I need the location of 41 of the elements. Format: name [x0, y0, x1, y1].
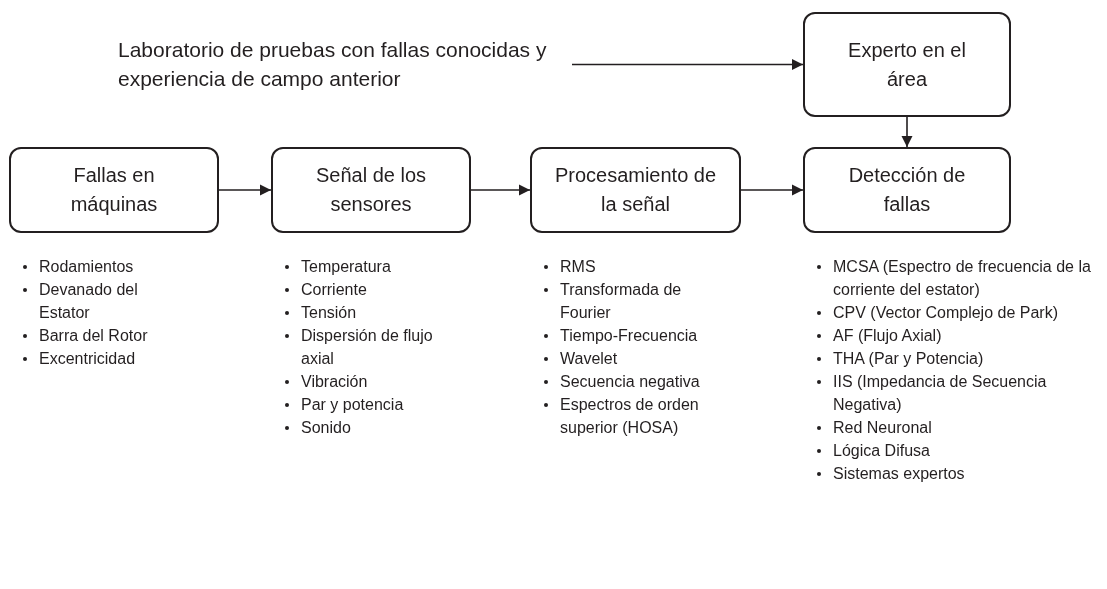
list-item: MCSA (Espectro de frecuencia de la corriente del estator) [833, 257, 1092, 300]
list-item: Tiempo-Frecuencia [560, 326, 698, 346]
list-item: THA (Par y Potencia) [833, 349, 984, 369]
list-item: Par y potencia [301, 395, 404, 415]
arrow [218, 184, 272, 196]
list-item: Excentricidad [39, 349, 136, 369]
list-item: AF (Flujo Axial) [833, 326, 942, 346]
box-label: Señal de los sensores [314, 163, 428, 217]
process-box [271, 147, 471, 233]
arrow [740, 184, 804, 196]
list-item: Devanado del Estator [39, 280, 139, 323]
list-item: IIS (Impedancia de Secuencia Negativa) [833, 372, 1048, 415]
list-item: Secuencia negativa [560, 372, 700, 392]
process-box [803, 147, 1011, 233]
process-box [9, 147, 219, 233]
list-item: RMS [560, 257, 596, 277]
list-item: Barra del Rotor [39, 326, 148, 346]
box-label: Procesamiento de la señal [554, 163, 717, 217]
list-item: Dispersión de flujo axial [301, 326, 434, 369]
list-item: Lógica Difusa [833, 441, 930, 461]
source-text: Laboratorio de pruebas con fallas conocidas y experiencia de campo anterior [118, 37, 548, 92]
arrow [470, 184, 531, 196]
list-item: Corriente [301, 280, 367, 300]
list-item: Vibración [301, 372, 368, 392]
list-item: Tensión [301, 303, 357, 323]
list-item: Red Neuronal [833, 418, 932, 438]
list-item: CPV (Vector Complejo de Park) [833, 303, 1058, 323]
list-item: Sistemas expertos [833, 464, 965, 484]
arrow [571, 58, 804, 71]
list-item: Rodamientos [39, 257, 134, 277]
list-item: Sonido [301, 418, 351, 438]
process-box [530, 147, 741, 233]
list-item: Wavelet [560, 349, 618, 369]
box-label: Fallas en máquinas [69, 163, 159, 217]
box-label: Detección de fallas [847, 163, 967, 217]
box-label: Experto en el área [847, 37, 967, 92]
list-item: Temperatura [301, 257, 391, 277]
arrow [901, 116, 913, 148]
list-item: Espectros de orden superior (HOSA) [560, 395, 700, 438]
list-item: Transformada de Fourier [560, 280, 683, 323]
process-box [803, 12, 1011, 117]
